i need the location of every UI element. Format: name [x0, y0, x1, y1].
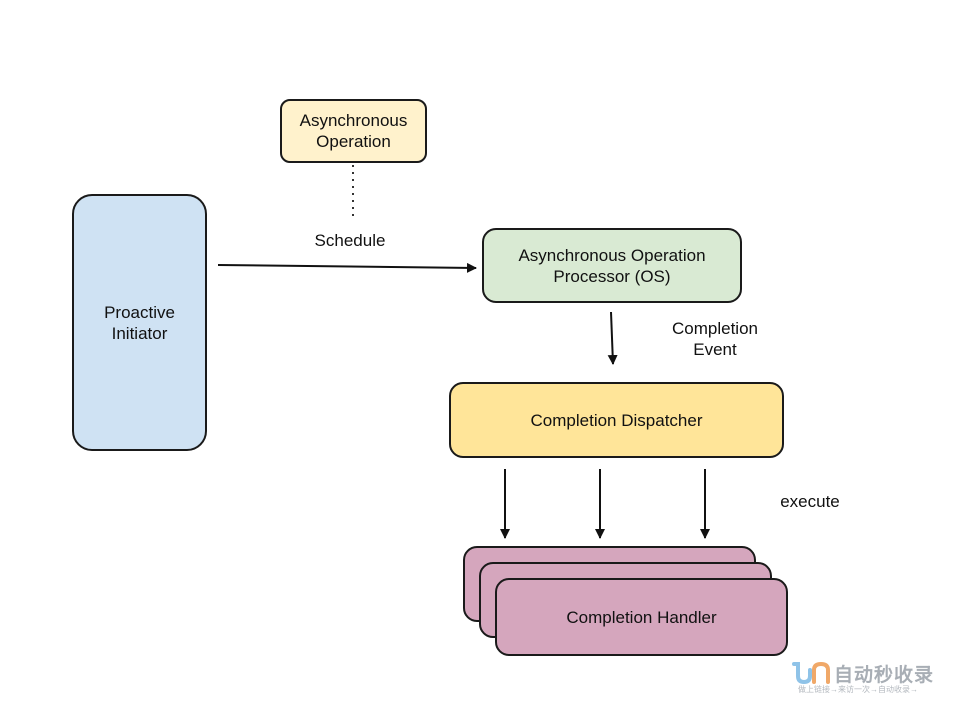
watermark-logo: 自动秒收录 做上链接→来访一次→自动收录→ — [790, 658, 950, 698]
async-operation-processor-label: Asynchronous Operation Processor (OS) — [518, 245, 706, 286]
watermark-mark-icon — [792, 661, 830, 685]
async-operation-processor-node: Asynchronous Operation Processor (OS) — [482, 228, 742, 303]
execute-label: execute — [780, 492, 840, 511]
proactive-initiator-node: Proactive Initiator — [72, 194, 207, 451]
async-operation-node: Asynchronous Operation — [280, 99, 427, 163]
schedule-arrow — [217, 262, 477, 273]
async-operation-label: Asynchronous Operation — [299, 111, 408, 151]
watermark-title: 自动秒收录 — [834, 665, 935, 686]
completion-handler-label: Completion Handler — [566, 607, 717, 627]
schedule-label: Schedule — [314, 231, 386, 250]
proactive-initiator-label: Proactive Initiator — [104, 302, 175, 343]
watermark-subtitle: 做上链接→来访一次→自动收录→ — [798, 685, 918, 694]
completion-event-arrow — [607, 311, 618, 365]
completion-event-label: Completion Event — [672, 319, 758, 359]
completion-dispatcher-node: Completion Dispatcher — [449, 382, 784, 458]
completion-handler-node: Completion Handler — [495, 578, 788, 656]
completion-dispatcher-label: Completion Dispatcher — [530, 410, 703, 430]
